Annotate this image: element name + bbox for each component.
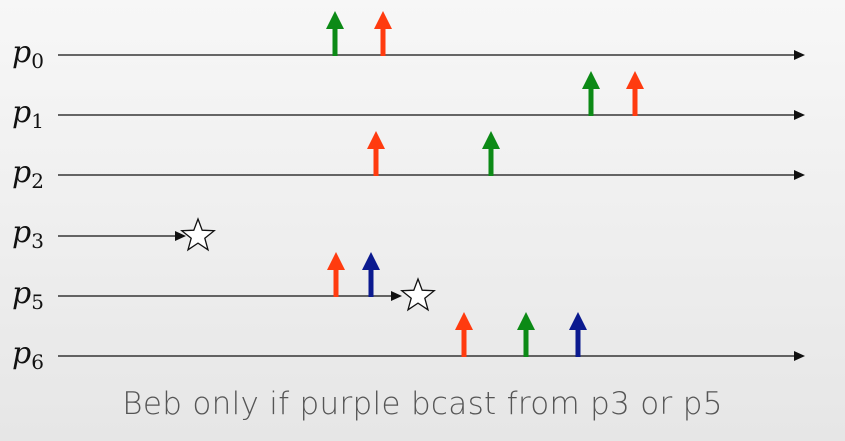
label-p1-sub: 1: [31, 109, 44, 133]
event-arrow-p0-2-red-head: [374, 11, 392, 29]
event-arrow-p5-1-red-head: [327, 252, 345, 270]
event-arrow-p5-2-blue: [362, 252, 380, 297]
event-arrow-p6-1-red-shaft: [461, 329, 467, 357]
label-p5: p5: [12, 276, 44, 314]
event-arrow-p5-2-blue-head: [362, 252, 380, 270]
event-arrow-p0-1-green-head: [326, 11, 344, 29]
event-arrow-p1-2-red-head: [626, 71, 644, 89]
event-arrow-p2-2-green-head: [482, 131, 500, 149]
event-arrow-p5-1-red: [327, 252, 345, 297]
event-arrow-p2-1-red: [367, 131, 385, 176]
event-arrow-p2-2-green: [482, 131, 500, 176]
event-arrow-p6-2-green-head: [517, 312, 535, 330]
event-arrow-p2-1-red-head: [367, 131, 385, 149]
label-p3-name: p: [12, 215, 32, 250]
label-p2: p2: [12, 155, 44, 193]
label-p6-sub: 6: [31, 350, 44, 374]
event-arrow-p0-2-red: [374, 11, 392, 56]
event-arrow-p1-1-green: [582, 71, 600, 116]
event-arrow-p6-2-green-shaft: [523, 329, 529, 357]
event-arrow-p6-2-green: [517, 312, 535, 357]
event-arrow-p1-2-red-shaft: [632, 88, 638, 116]
event-arrow-p6-1-red: [455, 312, 473, 357]
event-arrow-p5-1-red-shaft: [333, 269, 339, 297]
event-arrow-p6-3-blue-head: [569, 312, 587, 330]
timeline-arrowhead-p3: [175, 231, 186, 241]
event-arrow-p6-3-blue: [569, 312, 587, 357]
label-p5-name: p: [12, 276, 32, 311]
timeline-arrowhead-p1: [794, 110, 805, 120]
label-p2-sub: 2: [31, 169, 44, 193]
event-arrow-p2-2-green-shaft: [488, 148, 494, 176]
event-arrow-p0-1-green-shaft: [332, 28, 338, 56]
label-p5-sub: 5: [31, 290, 44, 314]
event-arrow-p1-2-red: [626, 71, 644, 116]
timeline-arrowhead-p5: [391, 291, 402, 301]
label-p3-sub: 3: [31, 229, 44, 253]
event-arrow-p6-3-blue-shaft: [575, 329, 581, 357]
label-p0-name: p: [12, 35, 32, 70]
timeline-arrowhead-p6: [794, 351, 805, 361]
event-arrow-p1-1-green-shaft: [588, 88, 594, 116]
crash-star-p3: [180, 217, 216, 252]
label-p1-name: p: [12, 95, 32, 130]
label-p6-name: p: [12, 336, 32, 371]
label-p0: p0: [12, 35, 44, 73]
event-arrow-p1-1-green-head: [582, 71, 600, 89]
timeline-arrowhead-p0: [794, 50, 805, 60]
label-p1: p1: [12, 95, 44, 133]
event-arrow-p6-1-red-head: [455, 312, 473, 330]
label-p2-name: p: [12, 155, 32, 190]
crash-star-p5: [400, 277, 436, 312]
event-arrow-p0-2-red-shaft: [380, 28, 386, 56]
caption: Beb only if purple bcast from p3 or p5: [122, 386, 723, 422]
label-p3: p3: [12, 215, 44, 253]
event-arrow-p2-1-red-shaft: [373, 148, 379, 176]
label-p0-sub: 0: [31, 49, 44, 73]
label-p6: p6: [12, 336, 44, 374]
event-arrow-p5-2-blue-shaft: [368, 269, 374, 297]
event-arrow-p0-1-green: [326, 11, 344, 56]
timeline-arrowhead-p2: [794, 170, 805, 180]
